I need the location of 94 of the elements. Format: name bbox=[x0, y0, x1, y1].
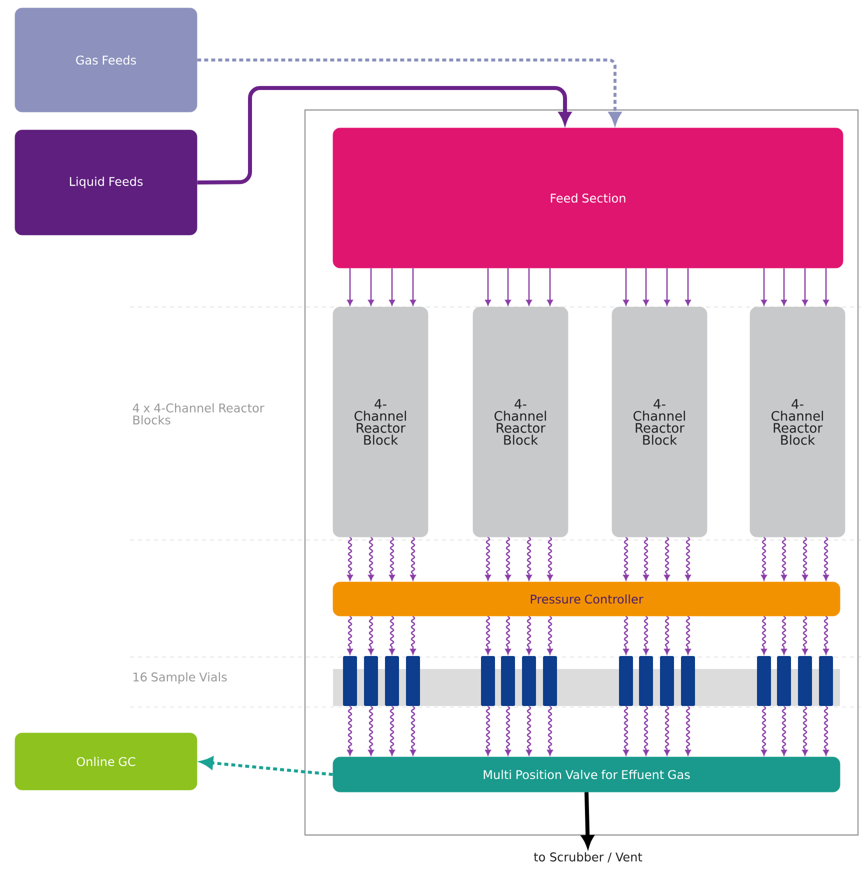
row-label: 4 x 4-Channel Reactor Blocks bbox=[132, 403, 264, 424]
sample-vial bbox=[681, 656, 695, 706]
arrow bbox=[547, 268, 553, 306]
arrow bbox=[347, 536, 353, 580]
arrow bbox=[781, 536, 787, 580]
arrow bbox=[685, 268, 691, 306]
arrow bbox=[485, 706, 491, 756]
arrow bbox=[823, 706, 829, 756]
arrow bbox=[410, 706, 416, 756]
arrow bbox=[664, 536, 670, 580]
arrow bbox=[368, 616, 374, 654]
arrow bbox=[643, 268, 649, 306]
arrow bbox=[485, 268, 491, 306]
arrow bbox=[505, 616, 511, 654]
arrow bbox=[802, 616, 808, 654]
reactor-block: 4-Channel Reactor Block bbox=[750, 306, 846, 538]
arrow bbox=[685, 616, 691, 654]
arrow bbox=[802, 706, 808, 756]
arrow bbox=[643, 616, 649, 654]
arrow bbox=[685, 706, 691, 756]
outlet-label: to Scrubber / Vent bbox=[534, 852, 642, 862]
arrow bbox=[197, 86, 571, 184]
arrow bbox=[623, 536, 629, 580]
arrow bbox=[781, 706, 787, 756]
arrow bbox=[664, 268, 670, 306]
arrow bbox=[347, 706, 353, 756]
sample-vial bbox=[522, 656, 536, 706]
arrow bbox=[664, 706, 670, 756]
arrow bbox=[643, 706, 649, 756]
arrow bbox=[761, 706, 767, 756]
arrow bbox=[623, 616, 629, 654]
analyzer-box: Online GC bbox=[14, 732, 198, 790]
arrow bbox=[781, 616, 787, 654]
sample-vial bbox=[639, 656, 653, 706]
arrow bbox=[389, 536, 395, 580]
arrow bbox=[389, 268, 395, 306]
arrow bbox=[664, 616, 670, 654]
arrow bbox=[781, 268, 787, 306]
reactor-block: 4-Channel Reactor Block bbox=[332, 306, 428, 538]
sample-vial bbox=[619, 656, 633, 706]
arrow bbox=[802, 536, 808, 580]
sample-vial bbox=[757, 656, 771, 706]
arrow bbox=[368, 706, 374, 756]
arrow bbox=[485, 616, 491, 654]
arrow bbox=[347, 268, 353, 306]
reactor-block: 4-Channel Reactor Block bbox=[472, 306, 568, 538]
row-label: 16 Sample Vials bbox=[134, 672, 227, 684]
arrow bbox=[526, 268, 532, 306]
arrow bbox=[685, 536, 691, 580]
sample-vial bbox=[364, 656, 378, 706]
sample-vial bbox=[501, 656, 515, 706]
feed-box: Liquid Feeds bbox=[14, 130, 198, 236]
arrow bbox=[389, 616, 395, 654]
sample-vial bbox=[343, 656, 357, 706]
feed-section-box: Feed Section bbox=[332, 128, 844, 268]
arrow bbox=[505, 706, 511, 756]
arrow bbox=[368, 536, 374, 580]
arrow bbox=[410, 616, 416, 654]
sample-vial bbox=[798, 656, 812, 706]
arrow bbox=[526, 706, 532, 756]
sample-vial bbox=[660, 656, 674, 706]
arrow bbox=[410, 268, 416, 306]
arrow bbox=[823, 616, 829, 654]
arrow bbox=[547, 536, 553, 580]
sample-vial bbox=[385, 656, 399, 706]
arrow bbox=[410, 536, 416, 580]
sample-vial bbox=[406, 656, 420, 706]
arrow bbox=[347, 616, 353, 654]
sample-vial bbox=[481, 656, 495, 706]
arrow bbox=[485, 536, 491, 580]
reactor-block: 4-Channel Reactor Block bbox=[612, 306, 708, 538]
arrow bbox=[823, 536, 829, 580]
arrow bbox=[368, 268, 374, 306]
arrow bbox=[547, 616, 553, 654]
arrow bbox=[389, 706, 395, 756]
arrow bbox=[761, 268, 767, 306]
sample-vial bbox=[777, 656, 791, 706]
arrow bbox=[761, 536, 767, 580]
arrow bbox=[505, 536, 511, 580]
arrow bbox=[643, 536, 649, 580]
controller-bar: Pressure Controller bbox=[332, 582, 840, 616]
arrow bbox=[623, 706, 629, 756]
valve-bar: Multi Position Valve for Effuent Gas bbox=[332, 756, 840, 792]
arrow bbox=[823, 268, 829, 306]
arrow bbox=[761, 616, 767, 654]
feed-box: Gas Feeds bbox=[14, 8, 198, 112]
arrow bbox=[802, 268, 808, 306]
arrow bbox=[623, 268, 629, 306]
arrow bbox=[505, 268, 511, 306]
arrow bbox=[547, 706, 553, 756]
sample-vial bbox=[543, 656, 557, 706]
arrow bbox=[526, 536, 532, 580]
sample-vial bbox=[819, 656, 833, 706]
arrow bbox=[526, 616, 532, 654]
